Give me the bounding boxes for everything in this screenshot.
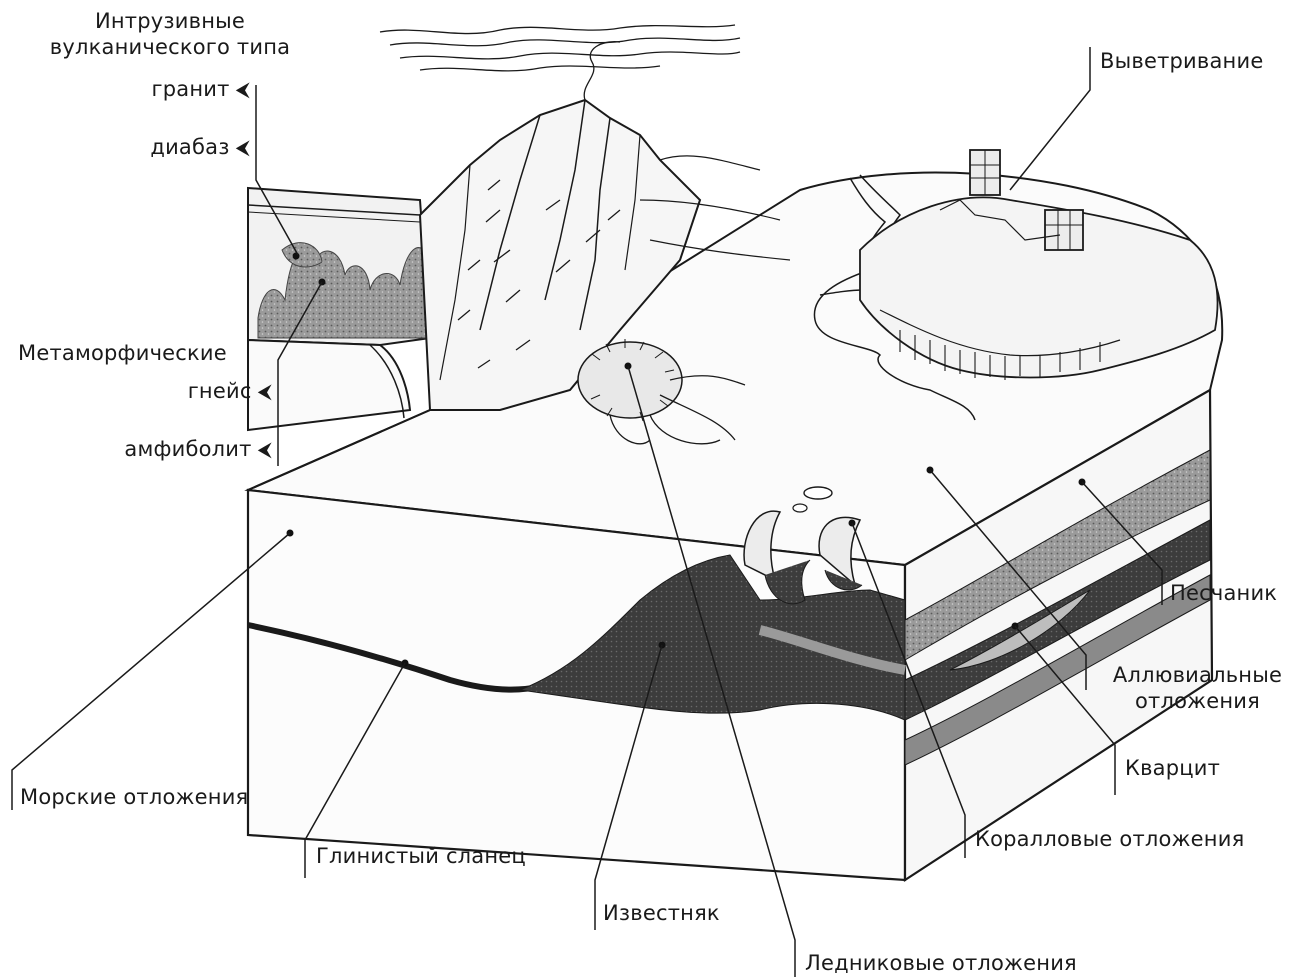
label-marine: Морские отложения bbox=[20, 784, 248, 810]
label-metamorphic: Метаморфические bbox=[18, 340, 227, 366]
label-gneiss: гнейс⮜ bbox=[100, 378, 272, 404]
volcanic-smoke bbox=[380, 25, 740, 100]
label-shale: Глинистый сланец bbox=[316, 843, 526, 869]
label-alluvial-line2: отложения bbox=[1095, 688, 1300, 714]
label-limestone: Известняк bbox=[603, 900, 720, 926]
igneous-block bbox=[248, 188, 430, 345]
label-alluvial-line1: Аллювиальные bbox=[1095, 662, 1300, 688]
label-quartzite: Кварцит bbox=[1125, 755, 1220, 781]
label-alluvial: Аллювиальные отложения bbox=[1095, 662, 1300, 714]
arrow-icon: ⮜ bbox=[236, 77, 250, 101]
label-coral: Коралловые отложения bbox=[975, 826, 1244, 852]
label-intrusive-line2: вулканического типа bbox=[35, 34, 305, 60]
label-granite-text: гранит bbox=[152, 77, 230, 101]
metamorphic-region bbox=[248, 340, 410, 430]
label-amphibolite-text: амфиболит bbox=[124, 437, 251, 461]
label-glacial: Ледниковые отложения bbox=[805, 950, 1077, 976]
label-granite: гранит⮜ bbox=[100, 76, 250, 102]
label-intrusive-line1: Интрузивные bbox=[35, 8, 305, 34]
label-weathering: Выветривание bbox=[1100, 48, 1263, 74]
label-amphibolite: амфиболит ⮜ bbox=[80, 436, 272, 462]
label-intrusive: Интрузивные вулканического типа bbox=[35, 8, 305, 60]
label-gneiss-text: гнейс bbox=[188, 379, 252, 403]
arrow-icon: ⮜ bbox=[258, 379, 272, 403]
label-diabase: диабаз ⮜ bbox=[100, 134, 250, 160]
arrow-icon: ⮜ bbox=[258, 437, 272, 461]
label-diabase-text: диабаз bbox=[150, 135, 229, 159]
label-sandstone: Песчаник bbox=[1170, 580, 1277, 606]
arrow-icon: ⮜ bbox=[236, 135, 250, 159]
